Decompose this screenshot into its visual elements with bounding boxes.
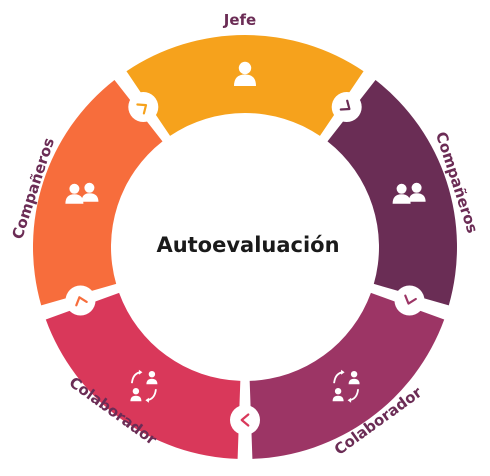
segment-colaborador-2 <box>249 292 445 459</box>
segments-layer <box>32 35 457 459</box>
segment-label-jefe: Jefe <box>223 11 256 29</box>
segment-colaborador-3 <box>45 292 241 459</box>
center-label: Autoevaluación <box>156 233 339 257</box>
connector-chevron-icon <box>230 405 260 435</box>
connector-chevron-icon <box>65 285 96 316</box>
connector-chevron-icon <box>128 92 159 122</box>
segment-companeros-1 <box>327 79 457 306</box>
connector-chevron-icon <box>394 285 425 316</box>
connectors-layer <box>65 92 425 435</box>
connector-chevron-icon <box>331 92 362 122</box>
segment-companeros-4 <box>32 79 163 306</box>
